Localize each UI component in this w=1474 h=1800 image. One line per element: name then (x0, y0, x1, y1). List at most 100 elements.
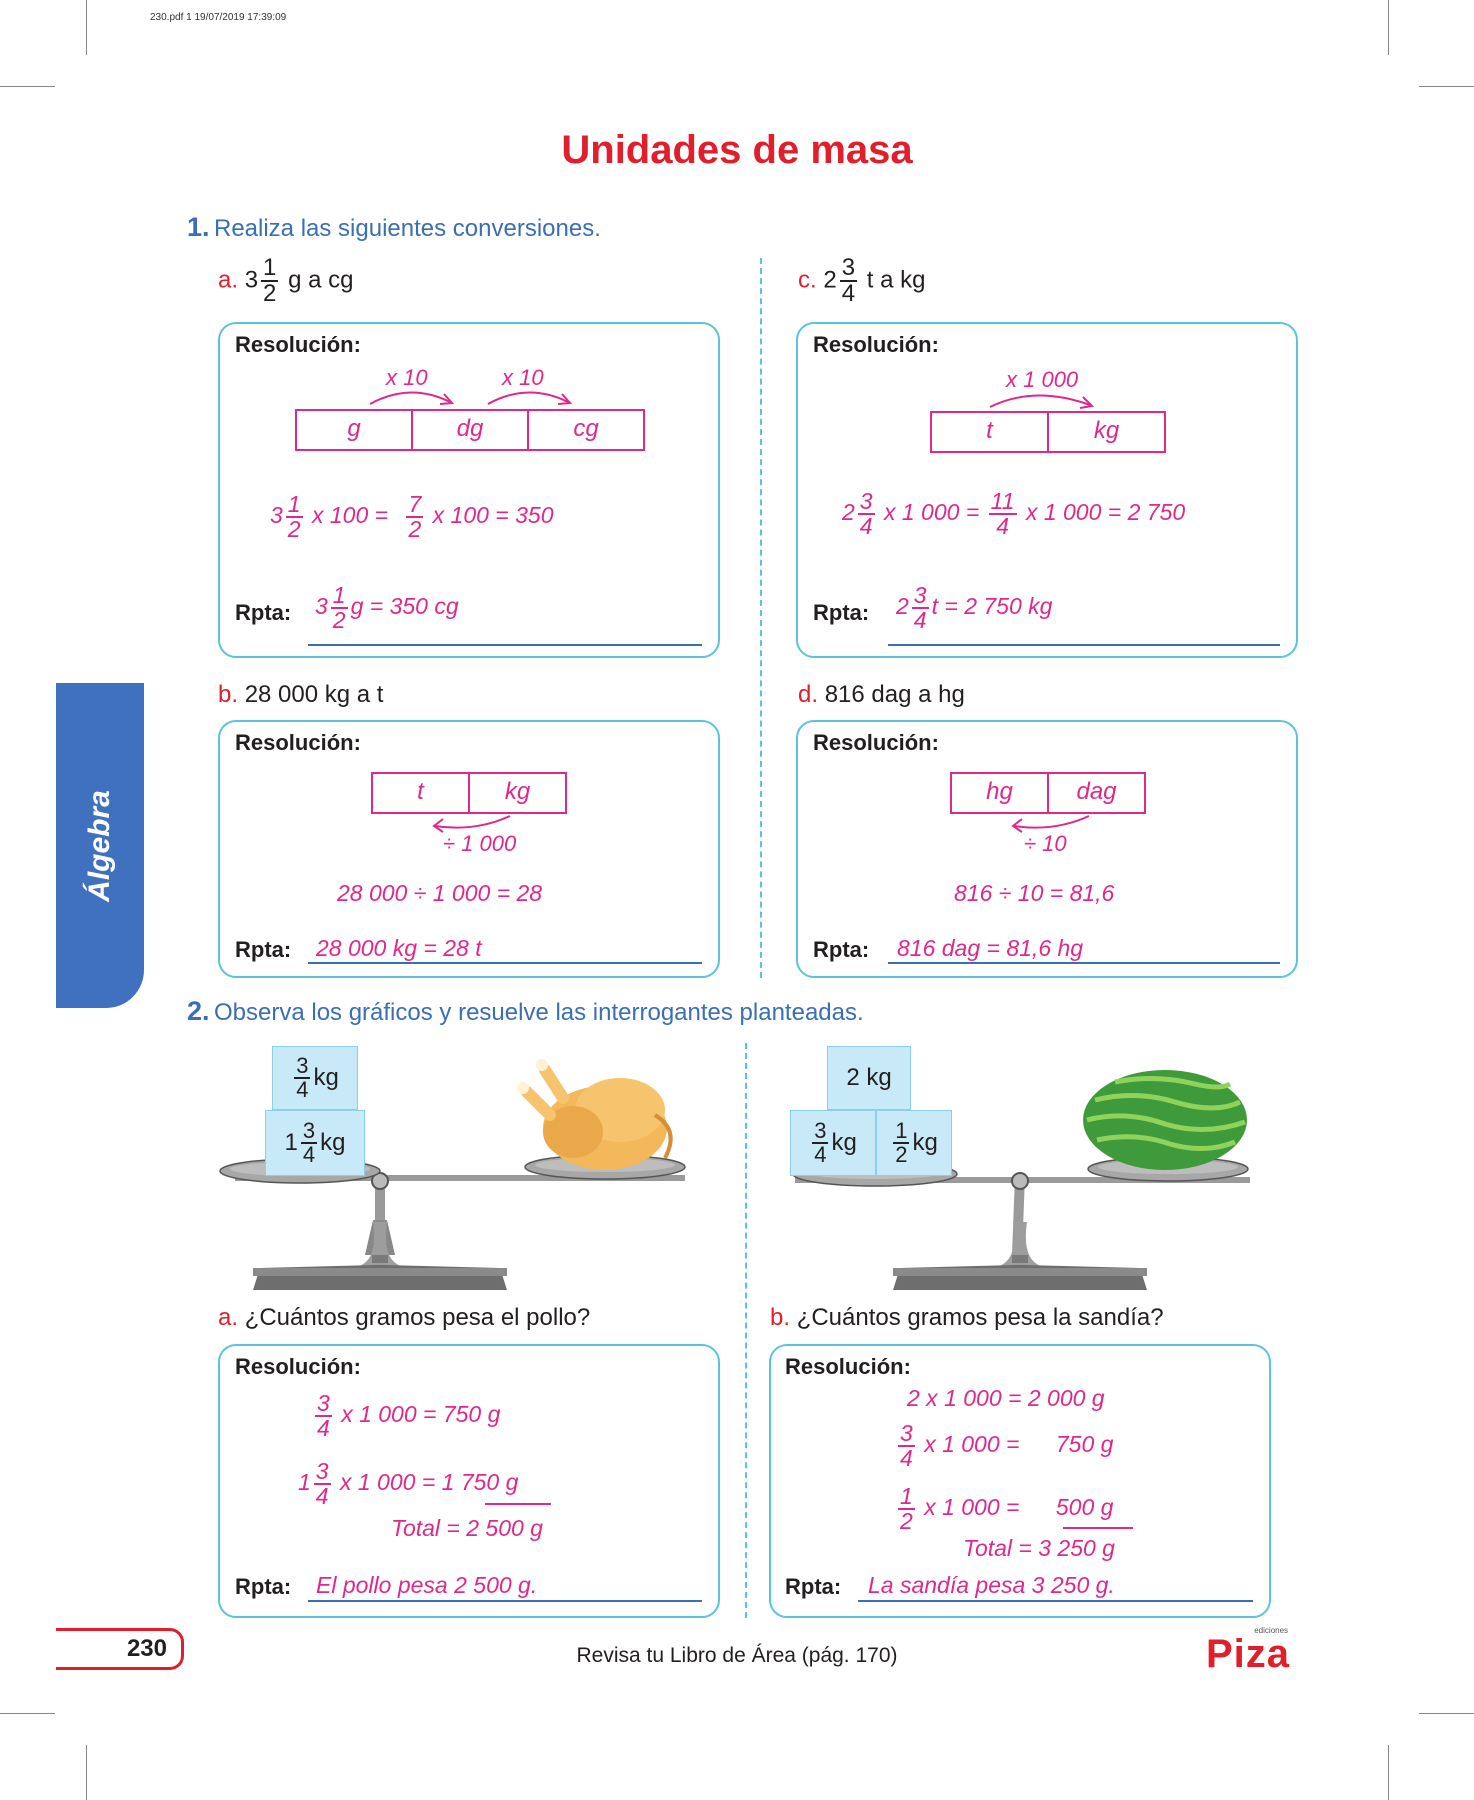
answer-label: Rpta: (235, 1574, 292, 1599)
answer-label: Rpta: (813, 937, 870, 962)
equation-line: 2 x 1 000 = 2 000 g (907, 1385, 1105, 1411)
column-divider (745, 1043, 747, 1618)
section-label: Álgebra (83, 789, 116, 902)
equation: 816 ÷ 10 = 81,6 (954, 880, 1115, 906)
answer-line (888, 644, 1280, 646)
whole-number: 3 (244, 266, 259, 294)
item-text: g a cg (288, 266, 354, 294)
question-number: 1. (187, 212, 210, 242)
column-divider (760, 258, 762, 978)
conversion-arrow (432, 815, 511, 833)
crop-mark (86, 0, 87, 55)
answer-label: Rpta: (785, 1574, 842, 1599)
item-2b: b. ¿Cuántos gramos pesa la sandía? (770, 1304, 1164, 1332)
weight-block-2kg: 2 kg (827, 1046, 911, 1110)
divisor-label: ÷ 10 (1024, 831, 1067, 856)
resolution-label: Resolución: (235, 730, 361, 755)
question-number: 2. (187, 996, 210, 1026)
answer-text: El pollo pesa 2 500 g. (316, 1572, 538, 1598)
footer-reference: Revisa tu Libro de Área (pág. 170) (576, 1644, 898, 1667)
unit-cell: hg (986, 778, 1013, 805)
unit-cell: dg (411, 411, 527, 449)
print-header: 230.pdf 1 19/07/2019 17:39:09 (150, 12, 287, 23)
resolution-box-1c (796, 322, 1298, 658)
resolution-box-1b (218, 720, 720, 978)
resolution-box-1d (796, 720, 1298, 978)
unit-cell: t (417, 778, 424, 805)
question-1-heading: 1. Realiza las siguientes conversiones. (187, 212, 601, 243)
conversion-arrow (989, 394, 1095, 409)
answer-line (858, 1600, 1253, 1602)
item-2a: a. ¿Cuántos gramos pesa el pollo? (218, 1304, 590, 1332)
conversion-arrows (369, 391, 573, 405)
multiplier-label: x 10 (386, 365, 428, 390)
crop-mark (0, 1713, 55, 1714)
answer-label: Rpta: (813, 600, 870, 625)
unit-cell: cg (527, 411, 643, 449)
page-title: Unidades de masa (561, 128, 913, 172)
answer-line (308, 644, 702, 646)
item-text: 816 dag a hg (824, 681, 965, 708)
unit-cell: g (347, 415, 361, 442)
multiplier-label: x 10 (502, 365, 544, 390)
item-letter: b. (770, 1304, 791, 1331)
crop-mark (1388, 0, 1389, 55)
answer-text: 816 dag = 81,6 hg (897, 935, 1084, 961)
crop-mark (1419, 86, 1474, 87)
crop-mark (1388, 1745, 1389, 1800)
unit-table: t kg (371, 772, 567, 814)
resolution-box-2a (218, 1344, 720, 1618)
answer-label: Rpta: (235, 937, 292, 962)
unit-cell: kg (468, 774, 565, 812)
answer-line (308, 962, 702, 964)
page-number: 230 (56, 1628, 184, 1670)
sum-line (485, 1503, 551, 1505)
resolution-label: Resolución: (813, 730, 939, 755)
equation: 28 000 ÷ 1 000 = 28 (337, 880, 543, 906)
whole-number: 2 (823, 266, 837, 294)
crop-mark (1419, 1713, 1474, 1714)
item-letter: a. (218, 1304, 239, 1331)
item-text: 28 000 kg a t (244, 681, 384, 708)
resolution-box-2b (769, 1344, 1271, 1618)
resolution-label: Resolución: (785, 1354, 911, 1379)
item-letter: d. (798, 681, 819, 708)
unit-table: hg dag (950, 772, 1146, 814)
unit-table: g dg cg (295, 409, 645, 451)
unit-table: t kg (930, 411, 1166, 453)
item-letter: b. (218, 681, 239, 708)
item-1b: b. 28 000 kg a t (218, 681, 383, 709)
item-letter: a. (218, 266, 239, 294)
answer-text: 28 000 kg = 28 t (316, 935, 482, 961)
unit-cell: t (986, 417, 993, 444)
crop-mark (86, 1745, 87, 1800)
resolution-label: Resolución: (235, 1354, 361, 1379)
unit-cell: kg (1047, 413, 1164, 451)
question-text: Observa los gráficos y resuelve las inte… (213, 999, 864, 1026)
conversion-arrow (1011, 815, 1090, 833)
resolution-label: Resolución: (235, 332, 361, 357)
answer-label: Rpta: (235, 600, 292, 625)
multiplier-label: x 1 000 (1006, 367, 1079, 392)
answer-text: La sandía pesa 3 250 g. (868, 1572, 1115, 1598)
item-letter: c. (798, 266, 817, 294)
watermelon-image (1083, 1070, 1247, 1170)
crop-mark (0, 86, 55, 87)
item-text: t a kg (866, 266, 926, 294)
resolution-label: Resolución: (813, 332, 939, 357)
answer-line (888, 962, 1280, 964)
